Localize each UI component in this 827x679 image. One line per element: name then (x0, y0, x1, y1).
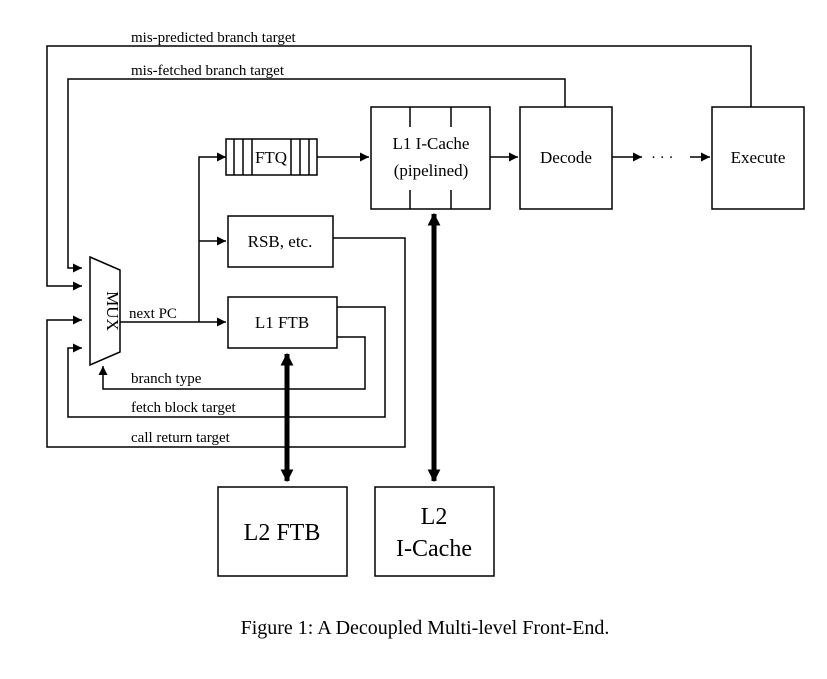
l1-icache-label: L1 I-Cache (393, 134, 470, 153)
ftq-label: FTQ (255, 148, 287, 167)
mux-label: MUX (103, 291, 122, 331)
pipeline-ellipsis: · · · (651, 150, 674, 166)
l2-ftb-block: L2 FTB (217, 486, 348, 577)
fetch-block-target-label: fetch block target (131, 400, 237, 416)
decode-block: Decode (519, 106, 613, 210)
mux-block: MUX (89, 255, 122, 367)
call-return-target-label: call return target (131, 430, 231, 446)
decode-label: Decode (540, 148, 592, 167)
call-return-target-wire (46, 237, 406, 448)
l1-ftb-block: L1 FTB (227, 296, 338, 349)
execute-label: Execute (731, 148, 786, 167)
mis-predicted-branch-target-wire (46, 45, 752, 291)
mis-fetched-branch-target-label: mis-fetched branch target (131, 63, 285, 79)
l2-ftb-label: L2 FTB (244, 520, 321, 546)
mis-predicted-branch-target-label: mis-predicted branch target (131, 30, 296, 46)
rsb-label: RSB, etc. (248, 232, 313, 251)
next-pc-wire (120, 152, 226, 327)
l1-ftb-label: L1 FTB (255, 313, 309, 332)
branch-type-label: branch type (131, 371, 202, 387)
execute-block: Execute (711, 106, 805, 210)
l2-icache-block: L2 I-Cache (374, 486, 495, 577)
next-pc-label: next PC (129, 306, 177, 322)
fetch-block-target-wire (67, 306, 386, 418)
rsb-block: RSB, etc. (227, 215, 334, 268)
branch-type-wire (98, 336, 366, 390)
l2-icache-label: L2 (421, 504, 448, 530)
figure-caption: Figure 1: A Decoupled Multi-level Front-… (241, 617, 610, 639)
mis-fetched-branch-target-wire (67, 78, 566, 273)
l1-icache-block: L1 I-Cache (pipelined) (370, 106, 491, 210)
l2-icache-sublabel: I-Cache (396, 536, 472, 562)
l1-icache-pipelined-label: (pipelined) (394, 161, 469, 180)
ftq-block: FTQ (225, 138, 318, 176)
